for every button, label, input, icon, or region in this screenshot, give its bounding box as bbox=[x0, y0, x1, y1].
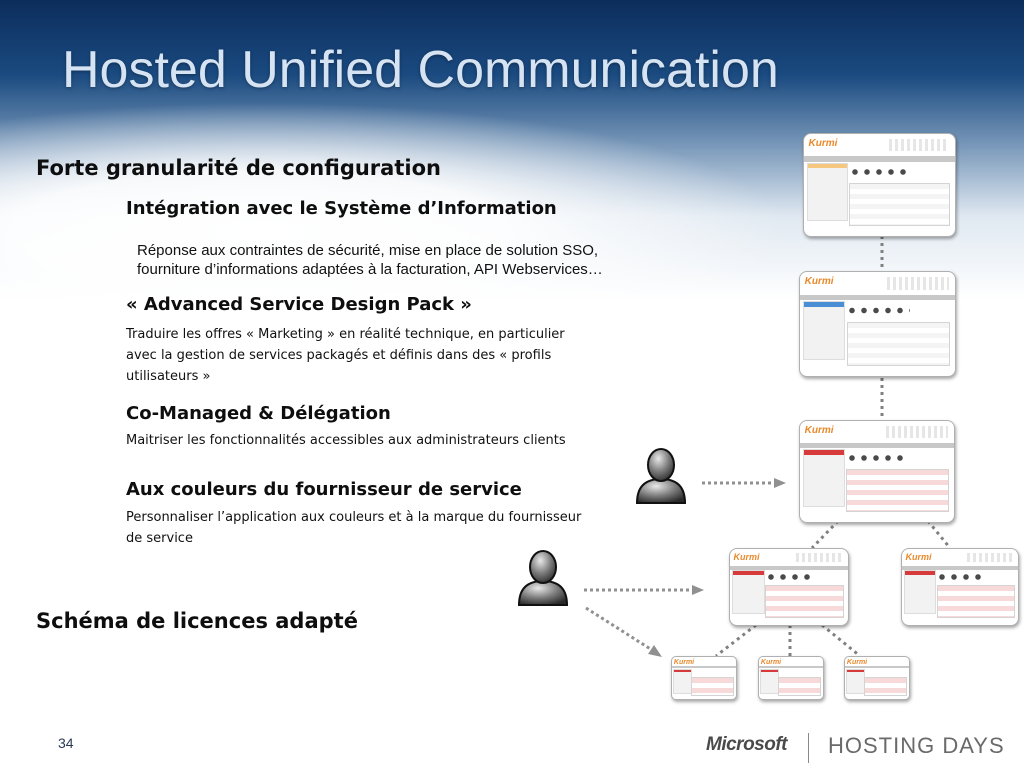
toolbar-icons bbox=[937, 574, 985, 581]
app-logo: Kurmi bbox=[846, 658, 868, 666]
app-screenshot-level-3: Kurmi bbox=[799, 420, 955, 523]
heading-comanaged: Co-Managed & Délégation bbox=[126, 403, 391, 424]
app-screenshot-top: Kurmi bbox=[803, 133, 956, 237]
toolbar-icons bbox=[848, 306, 911, 315]
data-grid bbox=[778, 677, 822, 696]
user-icon bbox=[635, 448, 687, 504]
arrowhead bbox=[648, 645, 662, 657]
branding-text-line-1: Personnaliser l’application aux couleurs… bbox=[126, 510, 582, 525]
connector-line bbox=[821, 623, 861, 658]
app-logo: Kurmi bbox=[905, 552, 932, 563]
arrow-line bbox=[585, 606, 653, 652]
data-grid bbox=[864, 677, 908, 696]
connector-line bbox=[810, 519, 840, 550]
app-logo: Kurmi bbox=[673, 658, 695, 666]
connector-line bbox=[715, 623, 757, 658]
heading-branding: Aux couleurs du fournisseur de service bbox=[126, 479, 522, 500]
app-screenshot-level-4-left: Kurmi bbox=[729, 548, 849, 626]
design-pack-text: Traduire les offres « Marketing » en réa… bbox=[126, 324, 565, 387]
data-grid bbox=[846, 321, 951, 366]
toolbar-icons bbox=[847, 454, 910, 463]
toolbar-icons bbox=[766, 574, 814, 581]
integration-text-line-1: Réponse aux contraintes de sécurité, mis… bbox=[137, 242, 599, 259]
hosting-days-logo: HOSTING DAYS bbox=[828, 733, 1005, 758]
app-logo: Kurmi bbox=[804, 276, 834, 288]
design-pack-text-line-2: avec la gestion de services packagés et … bbox=[126, 348, 552, 363]
arrowhead bbox=[774, 478, 786, 488]
app-screenshot-level-2: Kurmi bbox=[799, 271, 956, 377]
app-screenshot-level-5-middle: Kurmi bbox=[758, 656, 824, 700]
microsoft-logo: Microsoft bbox=[706, 734, 788, 755]
app-screenshot-level-5-right: Kurmi bbox=[844, 656, 910, 700]
design-pack-text-line-1: Traduire les offres « Marketing » en réa… bbox=[126, 327, 565, 342]
app-logo: Kurmi bbox=[733, 552, 760, 563]
branding-text-line-2: de service bbox=[126, 531, 193, 546]
heading-design-pack: « Advanced Service Design Pack » bbox=[126, 294, 472, 315]
heading-licensing: Schéma de licences adapté bbox=[36, 609, 358, 633]
page-number: 34 bbox=[58, 735, 74, 751]
connector-line bbox=[926, 520, 952, 549]
heading-integration: Intégration avec le Système d’Informatio… bbox=[126, 198, 557, 219]
comanaged-text: Maitriser les fonctionnalités accessible… bbox=[126, 433, 566, 448]
design-pack-text-line-3: utilisateurs » bbox=[126, 369, 211, 384]
integration-text-line-2: fourniture d’informations adaptées à la … bbox=[137, 261, 603, 278]
toolbar-icons bbox=[850, 167, 912, 176]
arrowhead bbox=[692, 585, 704, 595]
data-grid bbox=[846, 469, 950, 512]
app-logo: Kurmi bbox=[808, 138, 838, 150]
data-grid bbox=[765, 585, 845, 618]
data-grid bbox=[691, 677, 735, 696]
slide-title: Hosted Unified Communication bbox=[62, 41, 779, 99]
app-logo: Kurmi bbox=[804, 425, 834, 437]
footer-divider bbox=[808, 733, 809, 763]
heading-granularity: Forte granularité de configuration bbox=[36, 156, 441, 180]
branding-text: Personnaliser l’application aux couleurs… bbox=[126, 507, 581, 549]
app-screenshot-level-5-left: Kurmi bbox=[671, 656, 737, 700]
user-icon bbox=[517, 550, 569, 606]
data-grid bbox=[849, 182, 951, 226]
app-screenshot-level-4-right: Kurmi bbox=[901, 548, 1019, 626]
data-grid bbox=[936, 585, 1015, 618]
integration-text: Réponse aux contraintes de sécurité, mis… bbox=[137, 241, 603, 279]
app-logo: Kurmi bbox=[760, 658, 782, 666]
